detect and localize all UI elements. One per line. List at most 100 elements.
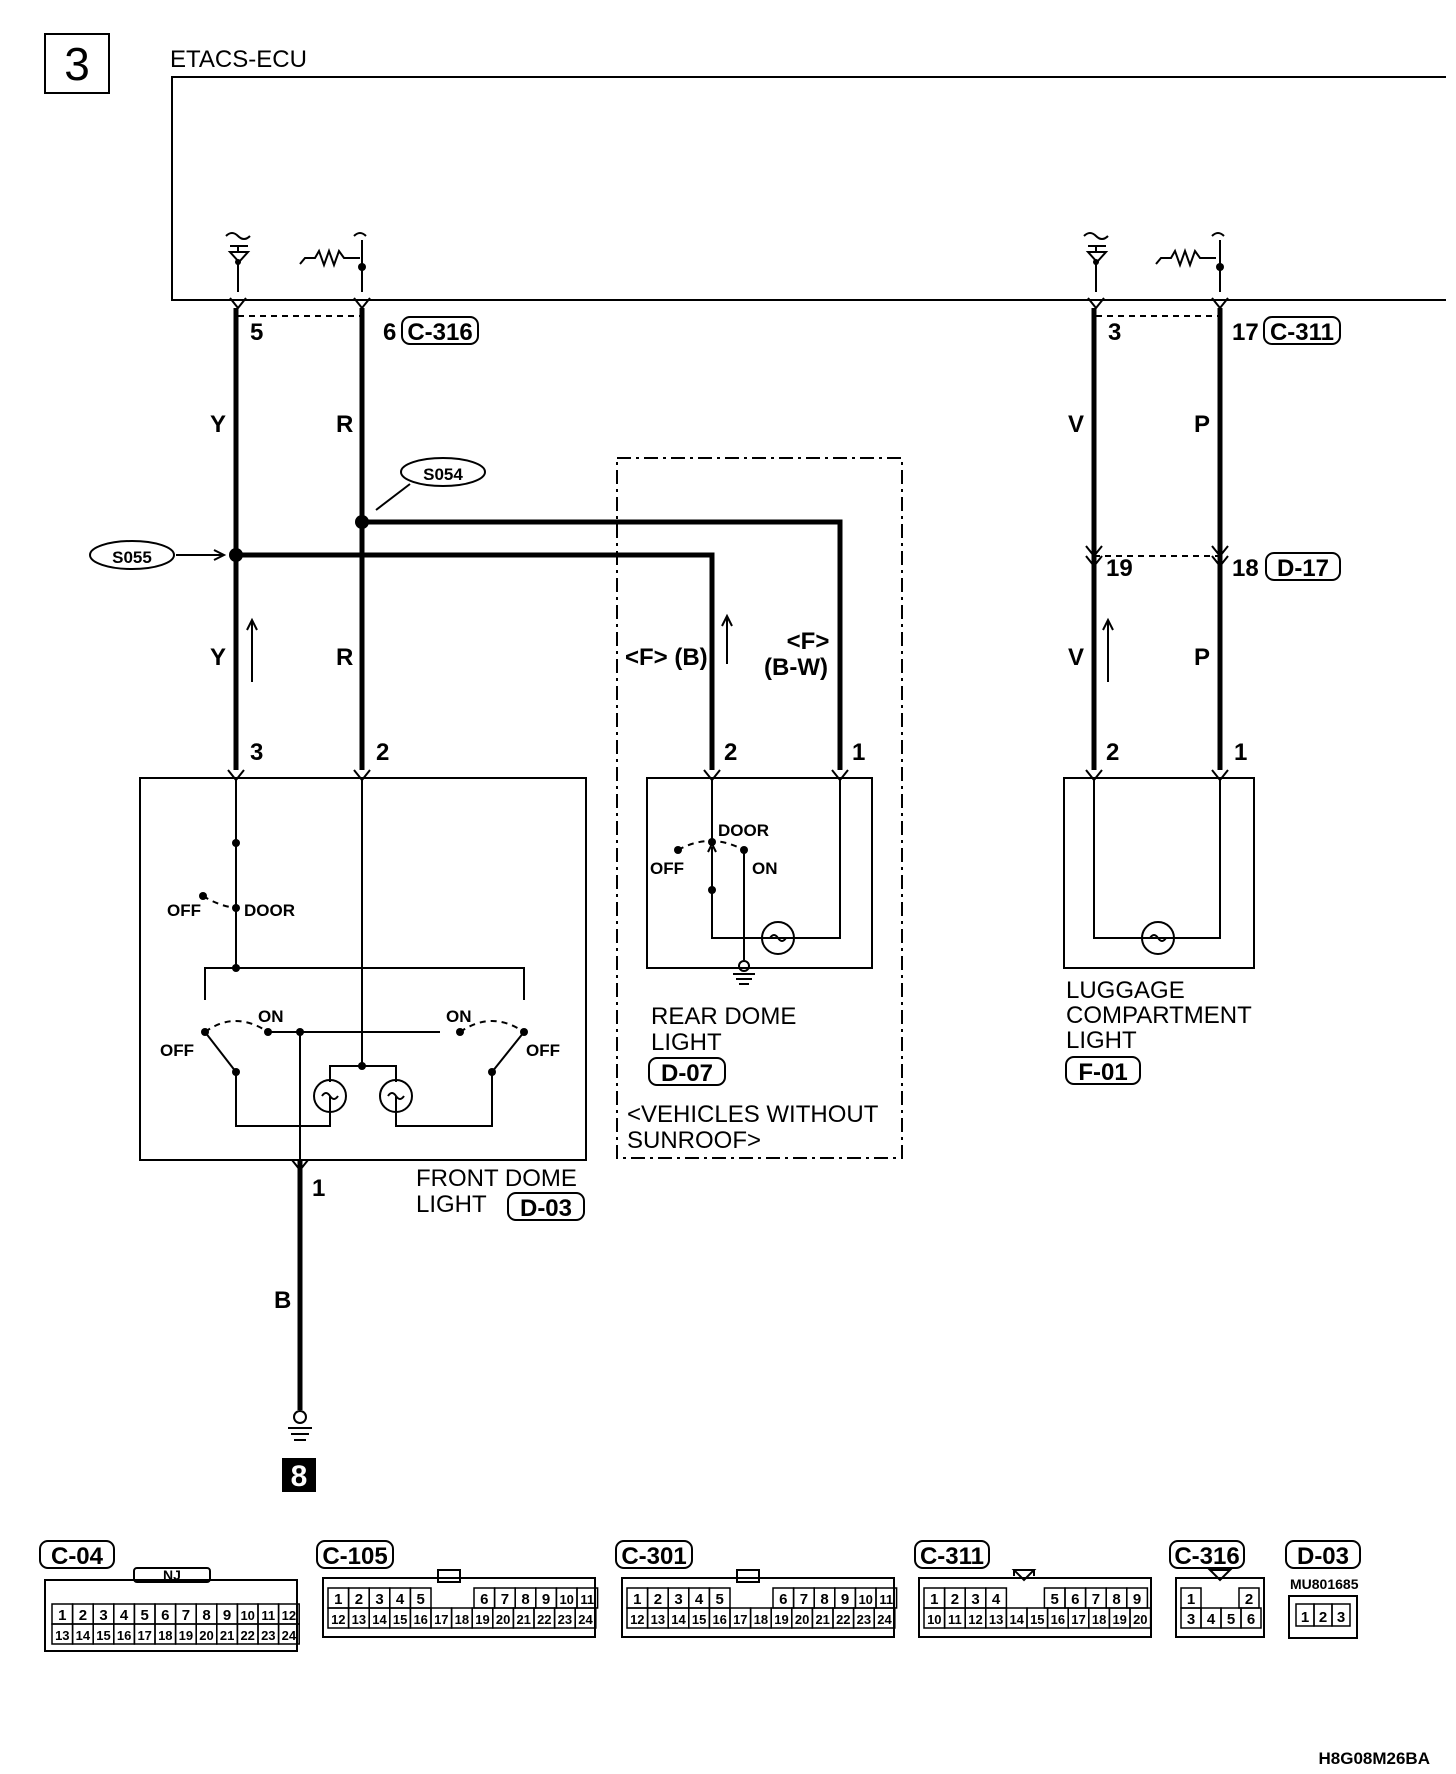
front-pin-1: 1 (312, 1175, 325, 1202)
wire-color-v-upper: V (1068, 411, 1084, 438)
pin-number: 4 (1207, 1611, 1216, 1628)
pin-number: 18 (455, 1612, 469, 1627)
pin-17: 17 (1232, 319, 1259, 346)
pin-number: 20 (199, 1628, 213, 1643)
pin-number: 15 (96, 1628, 110, 1643)
pin-number: 23 (857, 1612, 871, 1627)
rear-sw-off: OFF (650, 859, 684, 878)
front-pin-3: 3 (250, 739, 263, 766)
intermediate-connector-d17: 19 18 D-17 (1085, 545, 1341, 582)
connector-view-c311-code: C-311 (920, 1543, 984, 1570)
pin-number: 9 (841, 1591, 849, 1608)
connector-view-c105-code: C-105 (322, 1543, 387, 1570)
pin-number: 20 (795, 1612, 809, 1627)
pin-number: 7 (182, 1607, 190, 1624)
pin-number: 18 (158, 1628, 172, 1643)
pin-cell (277, 1623, 300, 1645)
pin-number: 1 (1187, 1591, 1195, 1608)
rear-sw-door: DOOR (718, 821, 769, 840)
pin-number: 11 (948, 1612, 962, 1627)
pin-number: 6 (1247, 1611, 1255, 1628)
pin-number: 9 (1133, 1591, 1141, 1608)
pin-number: 14 (1009, 1612, 1024, 1627)
connector-view-d03-code: D-03 (1297, 1543, 1349, 1570)
pin-number: 4 (992, 1591, 1001, 1608)
pin-number: 7 (1092, 1591, 1100, 1608)
pin-cell (1240, 1607, 1262, 1629)
wire-rear-bw (362, 519, 843, 770)
front-left-off: OFF (160, 1041, 194, 1060)
front-left-on: ON (258, 1007, 284, 1026)
pin-number: 18 (754, 1612, 768, 1627)
pin-number: 15 (393, 1612, 407, 1627)
ecu-connector-c316: 5 6 C-316 (229, 297, 479, 346)
pin-3: 3 (1108, 319, 1121, 346)
rear-ground-symbol (733, 960, 755, 985)
pin-cell (873, 1607, 896, 1629)
connector-code-d07: D-07 (661, 1060, 713, 1087)
pin-number: 9 (542, 1591, 550, 1608)
pin-number: 1 (930, 1591, 938, 1608)
pin-cell (574, 1607, 597, 1629)
ecu-transistor-symbol-right (1083, 232, 1109, 292)
pin-number: 3 (1337, 1609, 1345, 1626)
pin-number: 19 (179, 1628, 193, 1643)
pin-number: 7 (800, 1591, 808, 1608)
pin-number: 4 (396, 1591, 405, 1608)
connector-view-c301-code: C-301 (621, 1543, 686, 1570)
ground-symbol: 8 (282, 1410, 316, 1493)
front-bulb-right (379, 1079, 413, 1113)
wire-color-rear-f: <F> (787, 628, 830, 655)
pin-number: 10 (927, 1612, 941, 1627)
connector-code-f01: F-01 (1078, 1059, 1127, 1086)
splice-s055: S055 (89, 540, 243, 570)
front-right-off: OFF (526, 1041, 560, 1060)
page-number-box: 3 (44, 33, 110, 94)
connector-code-d03: D-03 (520, 1195, 572, 1222)
pin-number: 5 (1227, 1611, 1235, 1628)
pin-number: 6 (480, 1591, 488, 1608)
pin-19: 19 (1106, 555, 1133, 582)
pin-number: 5 (1051, 1591, 1059, 1608)
pin-number: 1 (633, 1591, 641, 1608)
wire-color-p-upper: P (1194, 411, 1210, 438)
ecu-transistor-symbol-left (225, 232, 251, 292)
pin-number: 23 (558, 1612, 572, 1627)
connector-view-c04-code: C-04 (51, 1543, 104, 1570)
pin-number: 21 (815, 1612, 829, 1627)
wire-color-ground-b: B (274, 1287, 291, 1314)
pin-number: 10 (240, 1608, 254, 1623)
pin-number: 16 (413, 1612, 427, 1627)
rear-sw-on: ON (752, 859, 778, 878)
pin-number: 19 (1112, 1612, 1126, 1627)
pin-number: 4 (695, 1591, 704, 1608)
wire-color-y-lower: Y (210, 644, 226, 671)
ecu-pullup-resistor-right (1155, 232, 1225, 292)
pin-number: 3 (375, 1591, 383, 1608)
pin-number: 16 (117, 1628, 131, 1643)
pin-number: 2 (1319, 1609, 1327, 1626)
pin-number: 11 (261, 1608, 275, 1623)
pin-number: 6 (161, 1607, 169, 1624)
pin-number: 17 (434, 1612, 448, 1627)
pin-number: 8 (820, 1591, 828, 1608)
front-sw-door: DOOR (244, 901, 295, 920)
pin-number: 4 (120, 1607, 129, 1624)
pin-cell (1331, 1603, 1351, 1627)
rear-note-1: <VEHICLES WITHOUT (627, 1101, 879, 1128)
pin-number: 13 (55, 1628, 69, 1643)
front-bulb-left (313, 1079, 347, 1113)
ecu-pullup-resistor-left (299, 232, 367, 292)
pin-number: 2 (951, 1591, 959, 1608)
pin-number: 5 (417, 1591, 425, 1608)
rear-bulb (761, 921, 795, 955)
luggage-pin-1: 1 (1234, 739, 1247, 766)
pin-number: 16 (712, 1612, 726, 1627)
pin-number: 15 (692, 1612, 706, 1627)
pin-number: 12 (630, 1612, 644, 1627)
wire-color-rear-b: <F> (B) (625, 644, 708, 671)
pin-number: 2 (1245, 1591, 1253, 1608)
